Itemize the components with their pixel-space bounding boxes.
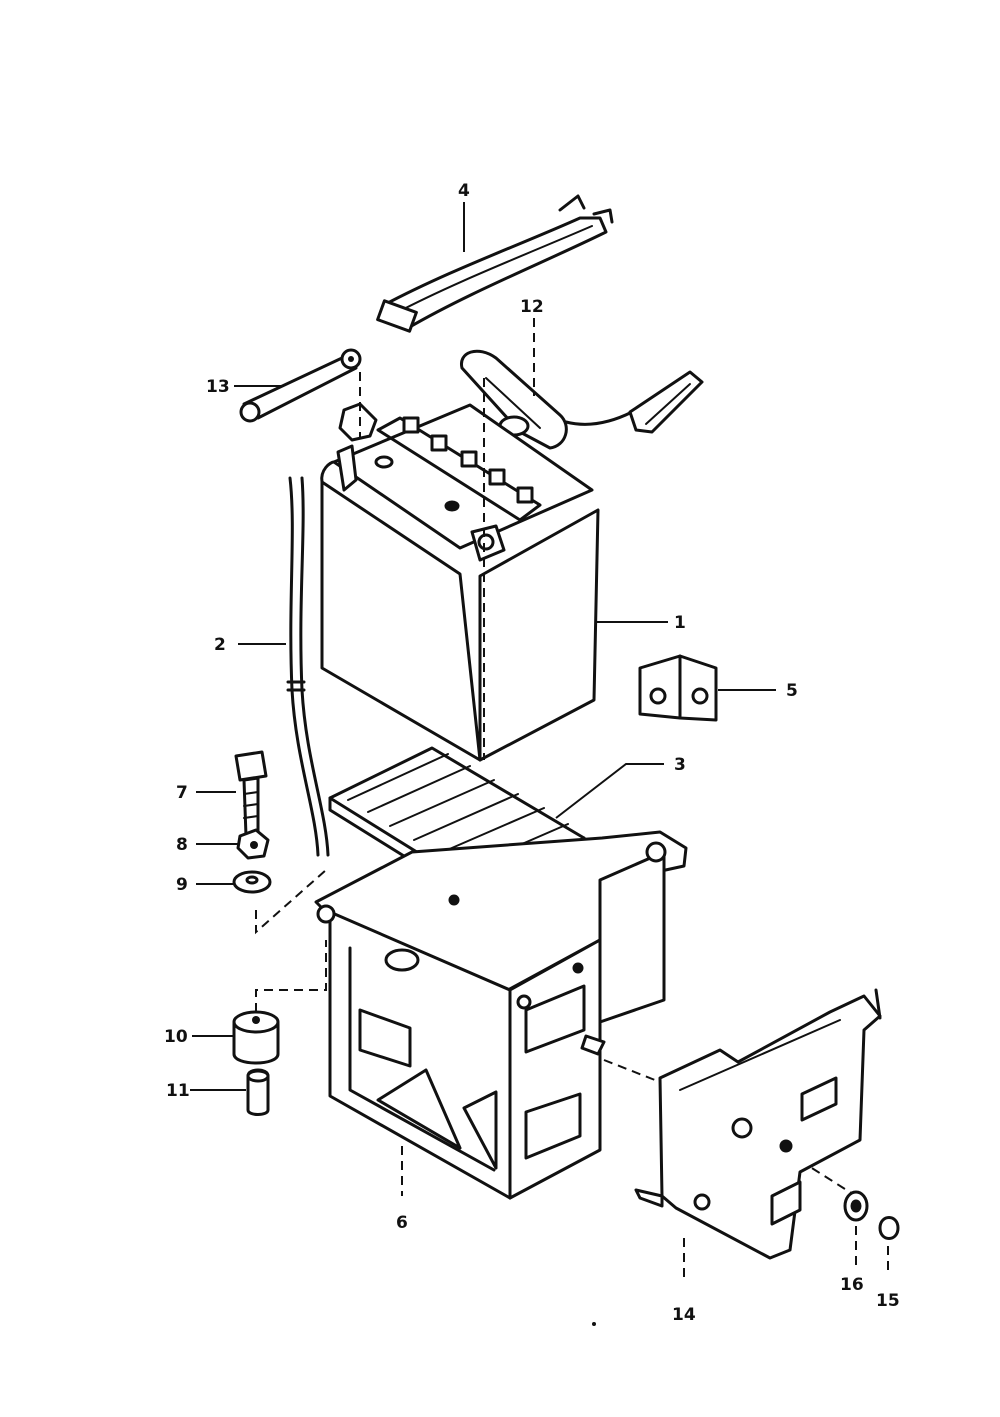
callout-13: 13 [206,377,230,397]
part-mounting-bracket [580,988,882,1260]
part-bolt [234,750,268,838]
part-clip-ring [878,1216,900,1240]
stray-dot [592,1322,596,1326]
part-battery [320,372,600,762]
part-vent-tube [286,476,330,857]
callout-10: 10 [164,1027,188,1047]
callout-6: 6 [396,1213,408,1233]
part-clip [638,654,718,722]
part-cushion [232,1010,280,1065]
part-terminal-link [239,348,362,423]
callout-5: 5 [786,681,798,701]
callout-9: 9 [176,875,188,895]
callout-8: 8 [176,835,188,855]
callout-3: 3 [674,755,686,775]
part-battery-holder [314,830,688,1200]
callout-labels: 4 12 13 1 2 5 3 7 8 9 10 11 6 14 16 15 [164,181,900,1325]
part-washer [232,870,272,894]
callout-1: 1 [674,613,686,633]
callout-11: 11 [166,1081,190,1101]
callout-16: 16 [840,1275,864,1295]
callout-7: 7 [176,783,188,803]
leader-lines [190,202,776,1091]
part-battery-strap [376,194,614,333]
assembly-lines [255,869,889,1280]
callout-15: 15 [876,1291,900,1311]
part-collar [246,1068,270,1116]
callout-12: 12 [520,297,544,317]
callout-14: 14 [672,1305,696,1325]
part-cable-cap [460,349,704,450]
part-nut-16 [843,1190,869,1222]
part-nut [236,828,270,860]
callout-2: 2 [214,635,226,655]
callout-4: 4 [458,181,470,201]
